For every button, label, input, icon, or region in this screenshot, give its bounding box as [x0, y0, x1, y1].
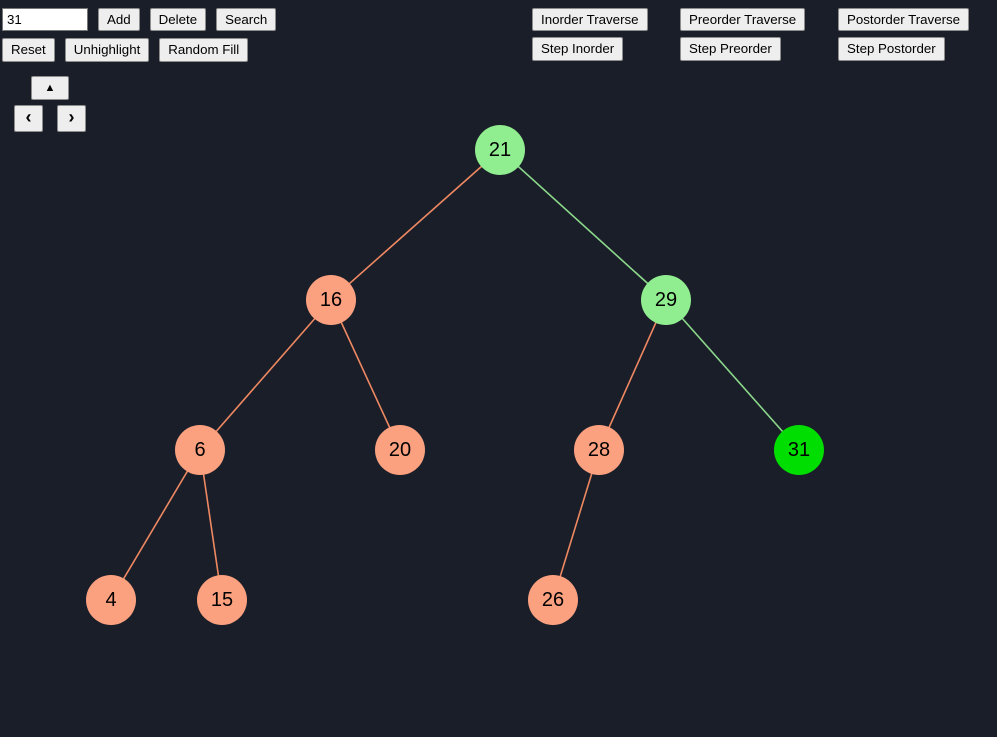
postorder-column: Postorder Traverse Step Postorder — [838, 8, 970, 61]
pan-up-button[interactable]: ▲ — [31, 76, 69, 100]
unhighlight-button[interactable]: Unhighlight — [64, 38, 150, 62]
tree-edge-29-31 — [665, 299, 800, 451]
tree-edge-6-15 — [199, 449, 223, 601]
search-button[interactable]: Search — [216, 8, 277, 32]
node-controls-row-1: Add Delete Search — [2, 8, 277, 32]
node-controls-row-2: Reset Unhighlight Random Fill — [2, 38, 276, 62]
postorder-traverse-button[interactable]: Postorder Traverse — [838, 8, 970, 32]
add-button[interactable]: Add — [98, 8, 140, 32]
up-arrow-icon: ▲ — [44, 81, 56, 94]
tree-node-label-4: 4 — [105, 589, 116, 611]
tree-node-label-29: 29 — [655, 289, 677, 311]
tree-edge-21-29 — [499, 149, 667, 301]
pan-controls: ▲ ‹ › — [14, 76, 86, 132]
tree-node-6 — [175, 425, 225, 475]
tree-node-label-28: 28 — [588, 439, 610, 461]
tree-edge-29-28 — [598, 299, 667, 451]
tree-node-16 — [306, 275, 356, 325]
step-inorder-button[interactable]: Step Inorder — [532, 37, 624, 61]
tree-node-4 — [86, 575, 136, 625]
tree-node-label-26: 26 — [542, 589, 564, 611]
tree-node-31 — [774, 425, 824, 475]
inorder-traverse-button[interactable]: Inorder Traverse — [532, 8, 648, 32]
tree-node-label-15: 15 — [211, 589, 233, 611]
step-preorder-button[interactable]: Step Preorder — [680, 37, 781, 61]
step-postorder-button[interactable]: Step Postorder — [838, 37, 945, 61]
tree-node-26 — [528, 575, 578, 625]
tree-edge-21-16 — [330, 149, 501, 301]
tree-edge-6-4 — [110, 449, 201, 601]
tree-node-label-20: 20 — [389, 439, 411, 461]
tree-edge-16-6 — [199, 299, 332, 451]
value-input[interactable] — [2, 8, 88, 31]
tree-edge-28-26 — [552, 449, 600, 601]
random-fill-button[interactable]: Random Fill — [159, 38, 249, 62]
node-controls: Add Delete Search Reset Unhighlight Rand… — [2, 8, 277, 62]
tree-node-15 — [197, 575, 247, 625]
inorder-column: Inorder Traverse Step Inorder — [532, 8, 672, 61]
right-chevron-icon: › — [68, 107, 75, 127]
tree-node-20 — [375, 425, 425, 475]
tree-node-28 — [574, 425, 624, 475]
pan-right-button[interactable]: › — [57, 105, 86, 132]
left-chevron-icon: ‹ — [25, 107, 32, 127]
pan-lr-row: ‹ › — [14, 105, 86, 132]
tree-edge-16-20 — [330, 299, 401, 451]
tree-node-label-21: 21 — [489, 139, 511, 161]
tree-node-21 — [475, 125, 525, 175]
tree-node-29 — [641, 275, 691, 325]
delete-button[interactable]: Delete — [149, 8, 207, 32]
tree-node-label-16: 16 — [320, 289, 342, 311]
tree-node-label-6: 6 — [194, 439, 205, 461]
preorder-column: Preorder Traverse Step Preorder — [680, 8, 830, 61]
pan-up-row: ▲ — [14, 76, 86, 100]
tree-node-label-31: 31 — [788, 439, 810, 461]
pan-left-button[interactable]: ‹ — [14, 105, 43, 132]
reset-button[interactable]: Reset — [2, 38, 55, 62]
traversal-controls: Inorder Traverse Step Inorder Preorder T… — [532, 8, 970, 61]
preorder-traverse-button[interactable]: Preorder Traverse — [680, 8, 806, 32]
